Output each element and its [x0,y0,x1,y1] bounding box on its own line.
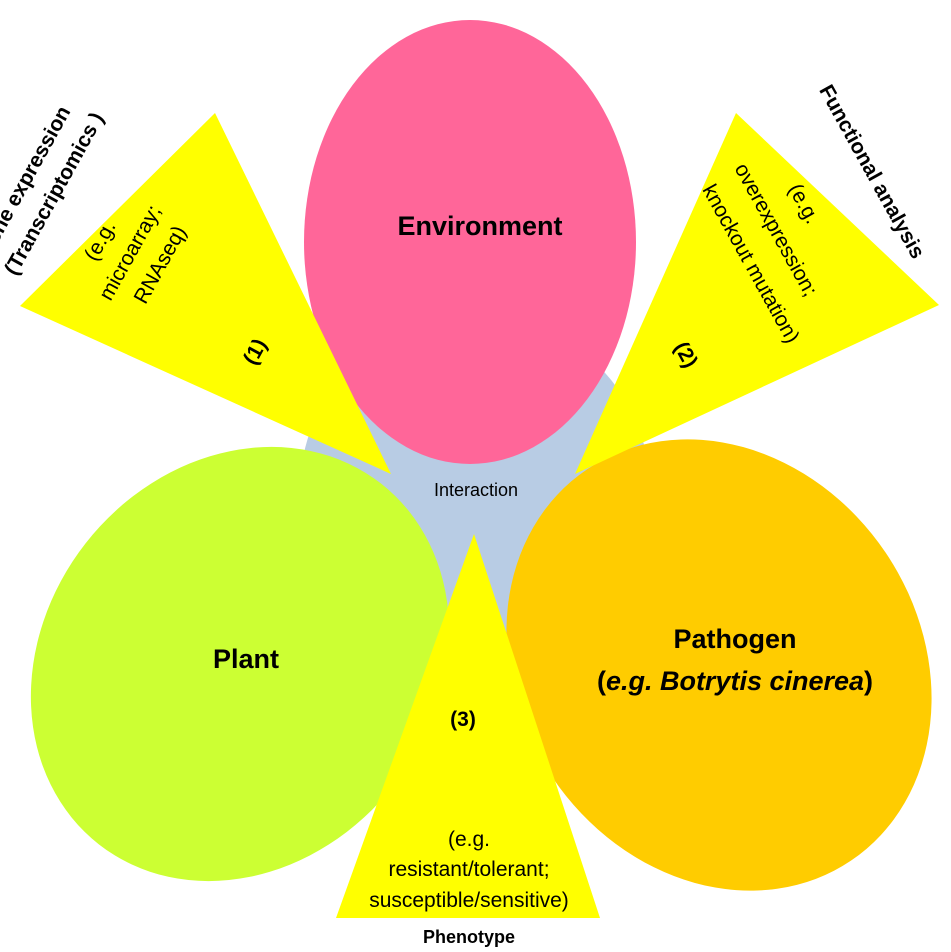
functional-analysis-wedge [575,113,939,474]
phenotype-wedge [336,534,600,918]
environment-ellipse [304,20,636,464]
phenotype-example-2: resistant/tolerant; [388,858,549,881]
pathogen-ellipse [506,439,932,891]
phenotype-example-1: (e.g. [448,828,490,851]
plant-ellipse [30,446,450,882]
phenotype-example-3: susceptible/sensitive) [369,889,569,912]
phenotype-title: Phenotype [423,927,515,947]
pathogen-title: Pathogen [673,624,796,654]
environment-label: Environment [397,211,562,241]
interaction-label: Interaction [434,480,518,500]
plant-label: Plant [213,644,279,674]
gene-expression-wedge [20,113,391,474]
pathogen-example: (e.g. Botrytis cinerea) [597,666,873,696]
wedge-3-number: (3) [450,708,476,731]
